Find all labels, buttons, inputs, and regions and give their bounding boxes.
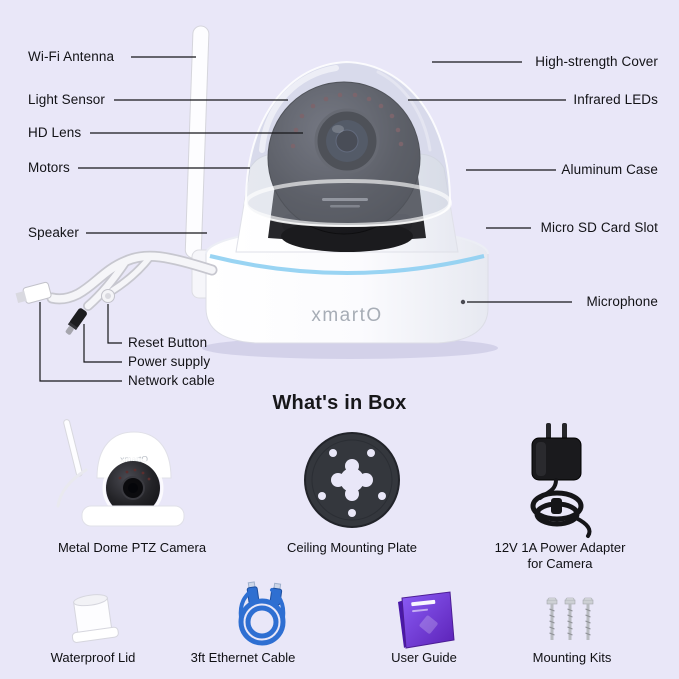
caption-metal-dome-ptz-camera: Metal Dome PTZ Camera: [57, 540, 207, 555]
line-network-cable: [39, 302, 122, 382]
caption-ethernet-cable: 3ft Ethernet Cable: [190, 650, 296, 665]
label-microphone: Microphone: [586, 294, 658, 309]
dome-cover: [244, 60, 452, 228]
caption-power-adapter-line2: for Camera: [527, 555, 593, 571]
caption-power-adapter: 12V 1A Power Adapter for Camera: [495, 540, 626, 571]
hd-lens: [314, 108, 380, 174]
label-motors: Motors: [28, 160, 70, 175]
label-reset-button: Reset Button: [128, 335, 208, 350]
label-wifi-antenna: Wi-Fi Antenna: [28, 49, 115, 64]
wifi-antenna: [184, 25, 210, 259]
ball-print: [322, 198, 368, 208]
cable-bundle: [46, 250, 218, 311]
microphone-hole: [460, 299, 466, 305]
user-guide-art: [398, 591, 455, 649]
line-power-supply: [83, 324, 122, 363]
box-items-art: xmartO: [56, 419, 594, 649]
label-high-strength-cover: High-strength Cover: [535, 54, 658, 69]
camera-illustration: xmartO: [15, 25, 498, 359]
reset-button: [101, 289, 115, 303]
label-infrared-leds: Infrared LEDs: [573, 92, 658, 107]
label-aluminum-case: Aluminum Case: [561, 162, 658, 177]
label-speaker: Speaker: [28, 225, 79, 240]
network-cable-connector: [15, 281, 52, 304]
label-network-cable: Network cable: [128, 373, 215, 388]
caption-power-adapter-line1: 12V 1A Power Adapter: [494, 540, 626, 555]
caption-user-guide: User Guide: [391, 650, 457, 665]
mini-camera-art: xmartO: [56, 419, 185, 527]
power-supply-connector: [65, 308, 87, 335]
mounting-plate-art: [304, 432, 400, 528]
infrared-leds: [290, 92, 404, 149]
power-adapter-art: [530, 423, 592, 538]
caption-mounting-kits: Mounting Kits: [532, 650, 612, 665]
box-title: What's in Box: [272, 392, 407, 414]
mounting-kits-art: [546, 597, 594, 640]
ethernet-cable-art: [238, 581, 286, 646]
line-reset-button: [107, 304, 122, 344]
label-light-sensor: Light Sensor: [28, 92, 105, 107]
label-power-supply: Power supply: [128, 354, 211, 369]
callout-lines: [39, 56, 572, 382]
label-micro-sd-card-slot: Micro SD Card Slot: [540, 220, 658, 235]
caption-waterproof-lid: Waterproof Lid: [50, 650, 136, 665]
caption-ceiling-mounting-plate: Ceiling Mounting Plate: [286, 540, 418, 555]
blue-ring: [209, 254, 485, 275]
label-hd-lens: HD Lens: [28, 125, 82, 140]
camera-logo: xmartO: [311, 305, 382, 326]
waterproof-lid-art: [71, 594, 119, 643]
